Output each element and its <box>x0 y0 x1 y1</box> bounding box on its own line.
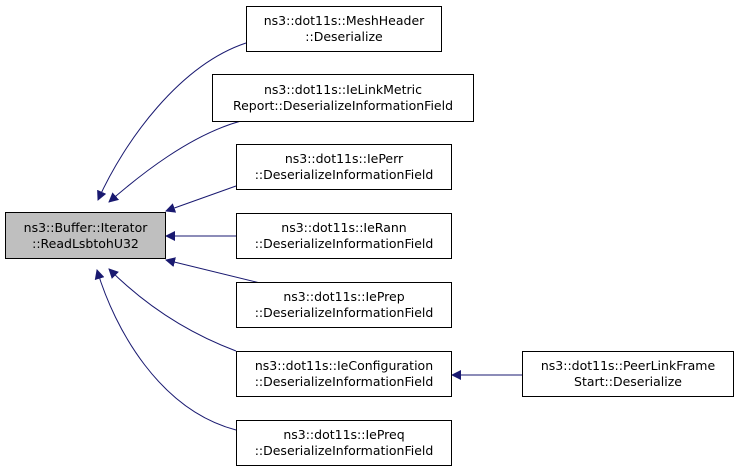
node-preq-line2: ::DeserializeInformationField <box>254 443 434 458</box>
node-ieconfiguration-deserialize[interactable]: ns3::dot11s::IeConfiguration ::Deseriali… <box>236 351 452 397</box>
edge-mesh-to-root <box>97 42 247 201</box>
node-meshheader-deserialize[interactable]: ns3::dot11s::MeshHeader ::Deserialize <box>246 6 442 52</box>
node-ieprep-deserialize[interactable]: ns3::dot11s::IePrep ::DeserializeInforma… <box>236 282 452 328</box>
node-root-line2: ::ReadLsbtohU32 <box>32 235 139 251</box>
node-linkm-line2: Report::DeserializeInformationField <box>232 98 454 113</box>
edge-linkm-to-root <box>108 120 242 203</box>
node-perr-line1: ns3::dot11s::IePerr <box>284 151 404 166</box>
node-buffer-iterator-readlsbtohu32[interactable]: ns3::Buffer::Iterator ::ReadLsbtohU32 <box>5 212 166 259</box>
node-ierann-deserialize[interactable]: ns3::dot11s::IeRann ::DeserializeInforma… <box>236 213 452 259</box>
edge-perr-to-root <box>165 185 237 213</box>
edge-prep-to-root <box>165 257 261 284</box>
node-mesh-line2: ::Deserialize <box>305 29 383 44</box>
node-root-line1: ns3::Buffer::Iterator <box>23 219 148 235</box>
node-ieperr-deserialize[interactable]: ns3::dot11s::IePerr ::DeserializeInforma… <box>236 144 452 190</box>
node-mesh-line1: ns3::dot11s::MeshHeader <box>263 13 425 28</box>
node-peerlinkframestart-deserialize[interactable]: ns3::dot11s::PeerLinkFrame Start::Deseri… <box>522 351 734 397</box>
node-config-line2: ::DeserializeInformationField <box>254 374 434 389</box>
node-rann-line1: ns3::dot11s::IeRann <box>281 220 407 235</box>
node-prep-line1: ns3::dot11s::IePrep <box>283 289 405 304</box>
node-rann-line2: ::DeserializeInformationField <box>254 236 434 251</box>
node-ielinkmetricreport-deserialize[interactable]: ns3::dot11s::IeLinkMetric Report::Deseri… <box>212 74 474 122</box>
node-preq-line1: ns3::dot11s::IePreq <box>283 427 405 442</box>
edge-config-to-root <box>108 268 237 352</box>
edge-preq-to-root <box>94 269 237 431</box>
node-prep-line2: ::DeserializeInformationField <box>254 305 434 320</box>
node-config-line1: ns3::dot11s::IeConfiguration <box>254 358 434 373</box>
node-iepreq-deserialize[interactable]: ns3::dot11s::IePreq ::DeserializeInforma… <box>236 420 452 466</box>
node-perr-line2: ::DeserializeInformationField <box>254 167 434 182</box>
node-peerlink-line2: Start::Deserialize <box>574 374 682 389</box>
node-peerlink-line1: ns3::dot11s::PeerLinkFrame <box>540 358 716 373</box>
node-linkm-line1: ns3::dot11s::IeLinkMetric <box>264 82 422 97</box>
